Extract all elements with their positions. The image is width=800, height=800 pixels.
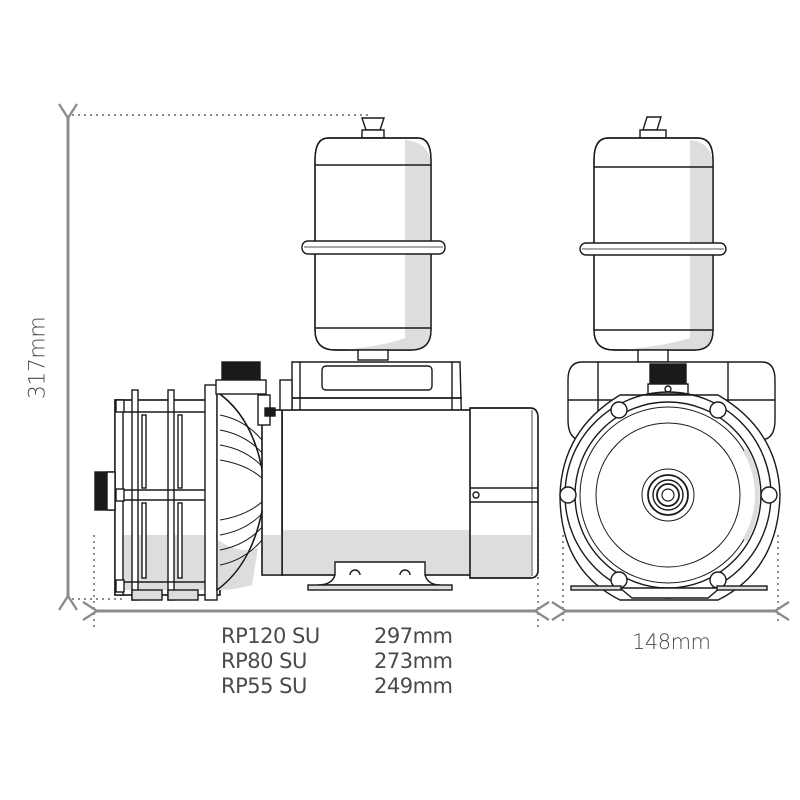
dimension-lines: [68, 115, 778, 627]
model-row-rp120: RP120 SU 297mm: [221, 624, 453, 649]
width-dimension-label: 148mm: [632, 630, 711, 654]
flange-bolts: [559, 401, 778, 589]
model-length: 297mm: [374, 624, 453, 648]
model-row-rp80: RP80 SU 273mm: [221, 649, 453, 674]
model-name: RP80 SU: [221, 649, 307, 673]
side-view: [94, 117, 539, 601]
mounting-foot-end: [570, 585, 768, 599]
expansion-vessel: [301, 117, 446, 361]
motor-end-cap: [469, 407, 539, 579]
motor-body: [281, 409, 473, 576]
pump-head: [114, 379, 293, 601]
end-view: [559, 116, 781, 601]
expansion-vessel-end: [579, 116, 727, 363]
mounting-foot: [307, 561, 453, 591]
model-length: 249mm: [374, 674, 453, 698]
outlet-thread-end: [647, 363, 689, 395]
model-name: RP120 SU: [221, 624, 320, 648]
shaft-center: [641, 468, 695, 522]
model-length: 273mm: [374, 649, 453, 673]
model-length-table: RP120 SU 297mm RP80 SU 273mm RP55 SU 249…: [221, 624, 453, 699]
motor-flange: [559, 391, 781, 601]
inlet-thread: [94, 471, 116, 511]
model-name: RP55 SU: [221, 674, 307, 698]
model-row-rp55: RP55 SU 249mm: [221, 674, 453, 699]
height-dimension-label: 317mm: [25, 316, 51, 400]
outlet-thread: [215, 361, 267, 395]
